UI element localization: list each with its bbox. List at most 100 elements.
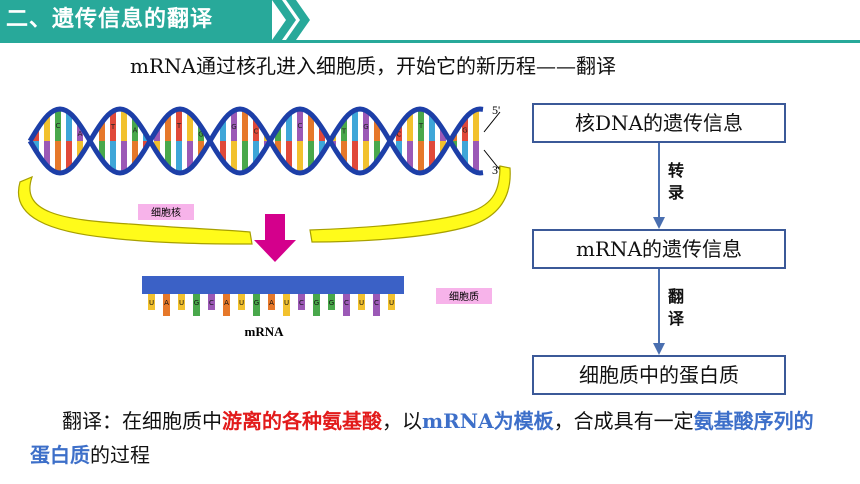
flow-box-mrna-text: mRNA的遗传信息 xyxy=(576,237,742,261)
mrna-base-letter: U xyxy=(284,299,289,307)
dna-base xyxy=(121,141,127,173)
para-highlight-amino-acids: 游离的各种氨基酸 xyxy=(222,409,382,433)
subtitle: mRNA通过核孔进入细胞质，开始它的新历程——翻译 xyxy=(130,54,616,78)
mrna-base-letter: C xyxy=(299,299,304,307)
nuclear-envelope-right xyxy=(309,165,511,243)
dna-base xyxy=(396,141,402,156)
mrna-base-letter: U xyxy=(179,299,184,307)
nucleus-label: 细胞核 xyxy=(151,206,181,219)
dna-base xyxy=(231,110,237,141)
mrna-base-letter: U xyxy=(149,299,154,307)
dna-base-letter: C xyxy=(56,122,61,130)
dna-base xyxy=(396,126,402,141)
dna-base xyxy=(429,115,435,141)
mrna-base xyxy=(208,294,215,310)
mrna-base xyxy=(343,294,350,316)
dna-base xyxy=(242,141,248,172)
mrna-base-letter: A xyxy=(224,299,229,307)
mrna-base xyxy=(148,294,155,310)
dna-base xyxy=(462,141,468,164)
dna-base xyxy=(110,111,116,141)
dna-base xyxy=(187,141,193,169)
flow-box-protein: 细胞质中的蛋白质 xyxy=(532,355,786,395)
mrna-base-letter: G xyxy=(329,299,334,307)
dna-base xyxy=(319,127,325,141)
chevron-right-icon xyxy=(272,0,310,40)
dna-base xyxy=(220,120,226,141)
dna-base xyxy=(33,141,39,151)
dna-base-letter: G xyxy=(462,127,467,135)
mrna-base xyxy=(238,294,245,310)
dna-base xyxy=(308,114,314,141)
mrna-base xyxy=(313,294,320,316)
dna-base xyxy=(187,113,193,141)
dna-base xyxy=(154,129,160,141)
dna-base xyxy=(110,141,116,171)
dna-base xyxy=(440,141,446,153)
flow-arrow-1 xyxy=(653,143,665,229)
mrna-base-letter: G xyxy=(314,299,319,307)
mrna-base-letter: G xyxy=(254,299,259,307)
dna-base-letter: T xyxy=(418,122,424,130)
dna-base xyxy=(275,127,281,141)
dna-base xyxy=(286,141,292,168)
mrna-base xyxy=(358,294,365,310)
mrna-base-letter: A xyxy=(164,299,169,307)
dna-base xyxy=(418,109,424,141)
definition-paragraph: 翻译：在细胞质中游离的各种氨基酸，以mRNA为模板，合成具有一定氨基酸序列的蛋白… xyxy=(30,404,830,472)
dna-base xyxy=(352,110,358,141)
dna-base xyxy=(407,113,413,141)
dna-base xyxy=(440,129,446,141)
mrna-base xyxy=(193,294,200,316)
dna-base xyxy=(231,141,237,172)
dna-base xyxy=(176,109,182,141)
dna-base xyxy=(242,110,248,141)
dna-base xyxy=(77,141,83,157)
dna-base xyxy=(165,141,171,167)
dna-base xyxy=(121,109,127,141)
mrna-base xyxy=(253,294,260,316)
dna-base xyxy=(44,116,50,141)
nuclear-envelope-left xyxy=(17,175,253,245)
dna-base xyxy=(341,119,347,141)
five-prime-label: 5' xyxy=(492,103,500,117)
three-prime-label: 3' xyxy=(492,163,500,177)
dna-base xyxy=(77,125,83,141)
dna-base-letter: T xyxy=(110,123,116,131)
dna-base xyxy=(352,141,358,172)
mrna-base-letter: G xyxy=(194,299,199,307)
mrna-base-letter: U xyxy=(239,299,244,307)
mrna-base-letter: U xyxy=(389,299,394,307)
dna-base xyxy=(297,141,303,173)
dna-base xyxy=(253,141,259,163)
dna-base xyxy=(198,126,204,141)
dna-base xyxy=(33,131,39,141)
dna-base xyxy=(99,141,105,160)
dna-base xyxy=(176,141,182,173)
dna-base xyxy=(55,109,61,141)
mrna-backbone xyxy=(142,276,404,294)
nucleus-label-bg xyxy=(138,204,194,220)
dna-base xyxy=(374,141,380,162)
mrna-base xyxy=(283,294,290,316)
dna-base xyxy=(363,141,369,172)
mrna-base-letter: C xyxy=(209,299,214,307)
dna-base xyxy=(363,110,369,141)
dna-strand-b xyxy=(27,106,484,176)
cytoplasm-label-bg xyxy=(436,288,492,304)
dna-base xyxy=(66,141,72,170)
dna-base-letter: C xyxy=(397,131,402,139)
dna-strand-a xyxy=(27,106,484,176)
cytoplasm-label: 细胞质 xyxy=(449,290,479,303)
para-text-2: ，以 xyxy=(382,409,422,433)
dna-base xyxy=(473,109,479,141)
flow-step-transcription: 转录 xyxy=(667,161,684,202)
dna-base-letter: A xyxy=(78,130,83,138)
section-title: 二、遗传信息的翻译 xyxy=(0,0,272,40)
dna-base-letter: T xyxy=(176,122,182,130)
mrna-label: mRNA xyxy=(245,324,285,339)
mrna-base xyxy=(298,294,305,310)
para-text-1: 翻译：在细胞质中 xyxy=(62,409,222,433)
dna-base xyxy=(308,141,314,168)
